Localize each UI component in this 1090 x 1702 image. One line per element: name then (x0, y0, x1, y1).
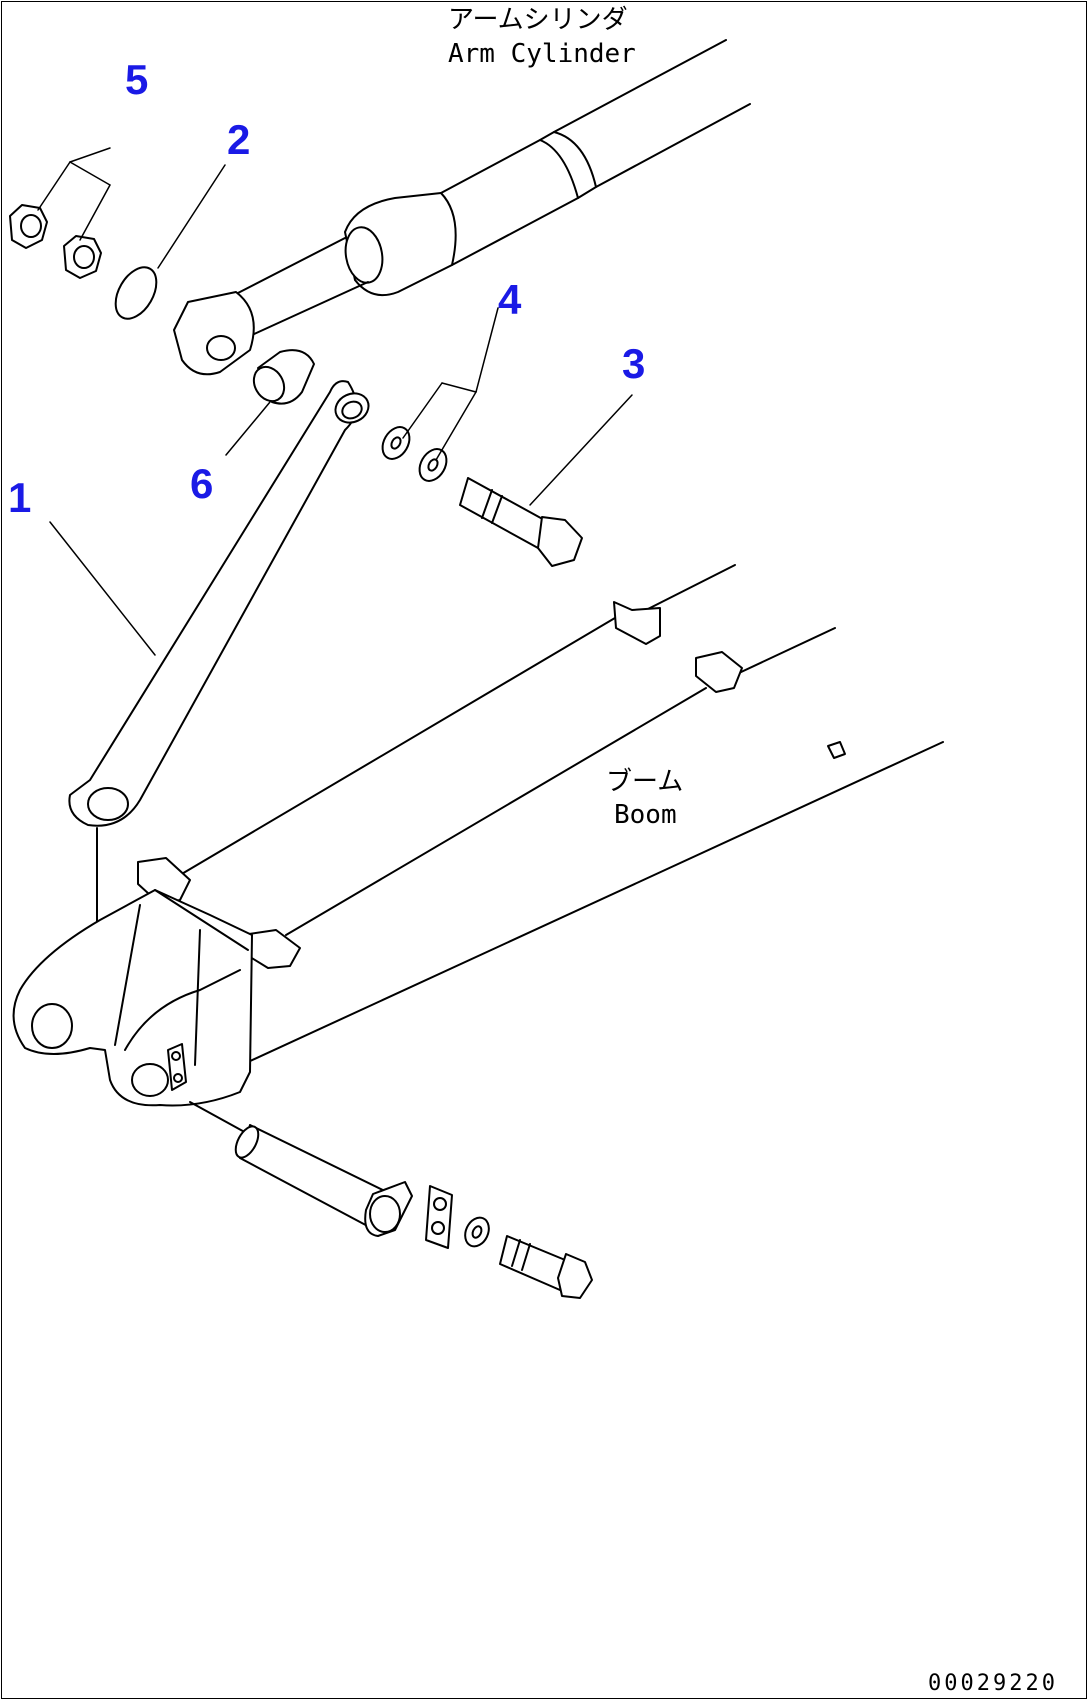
leader-3 (529, 394, 633, 506)
boom-label-en: Boom (614, 800, 677, 830)
leader-6 (225, 401, 271, 456)
leader-4b (402, 382, 443, 439)
callout-3: 3 (622, 340, 645, 387)
boom-label-jp: ブーム (606, 767, 683, 797)
leader-5c (69, 147, 111, 163)
boom-foot-pin (189, 1101, 593, 1299)
leader-4c (475, 307, 499, 393)
washer-pair (381, 426, 448, 482)
leader-5 (69, 161, 112, 241)
callout-4: 4 (498, 276, 522, 323)
figure-code: 00029220 (928, 1671, 1058, 1696)
leader-1 (49, 521, 156, 656)
leader-4 (435, 382, 478, 461)
callout-2: 2 (227, 116, 250, 163)
callout-1: 1 (8, 474, 31, 521)
arm-cylinder-label-en: Arm Cylinder (448, 39, 636, 69)
bushing (252, 349, 315, 405)
arm-cylinder-label-jp: アームシリンダ (448, 5, 628, 35)
nut-pair (9, 204, 102, 279)
bolt (459, 477, 583, 567)
boom (12, 564, 944, 1107)
callout-5: 5 (125, 56, 148, 103)
leader-5b (37, 161, 71, 211)
callout-6: 6 (190, 460, 213, 507)
shim-plate (114, 266, 158, 320)
link-bar (68, 380, 370, 1041)
leader-2 (157, 164, 226, 269)
arm-cylinder (173, 39, 751, 376)
